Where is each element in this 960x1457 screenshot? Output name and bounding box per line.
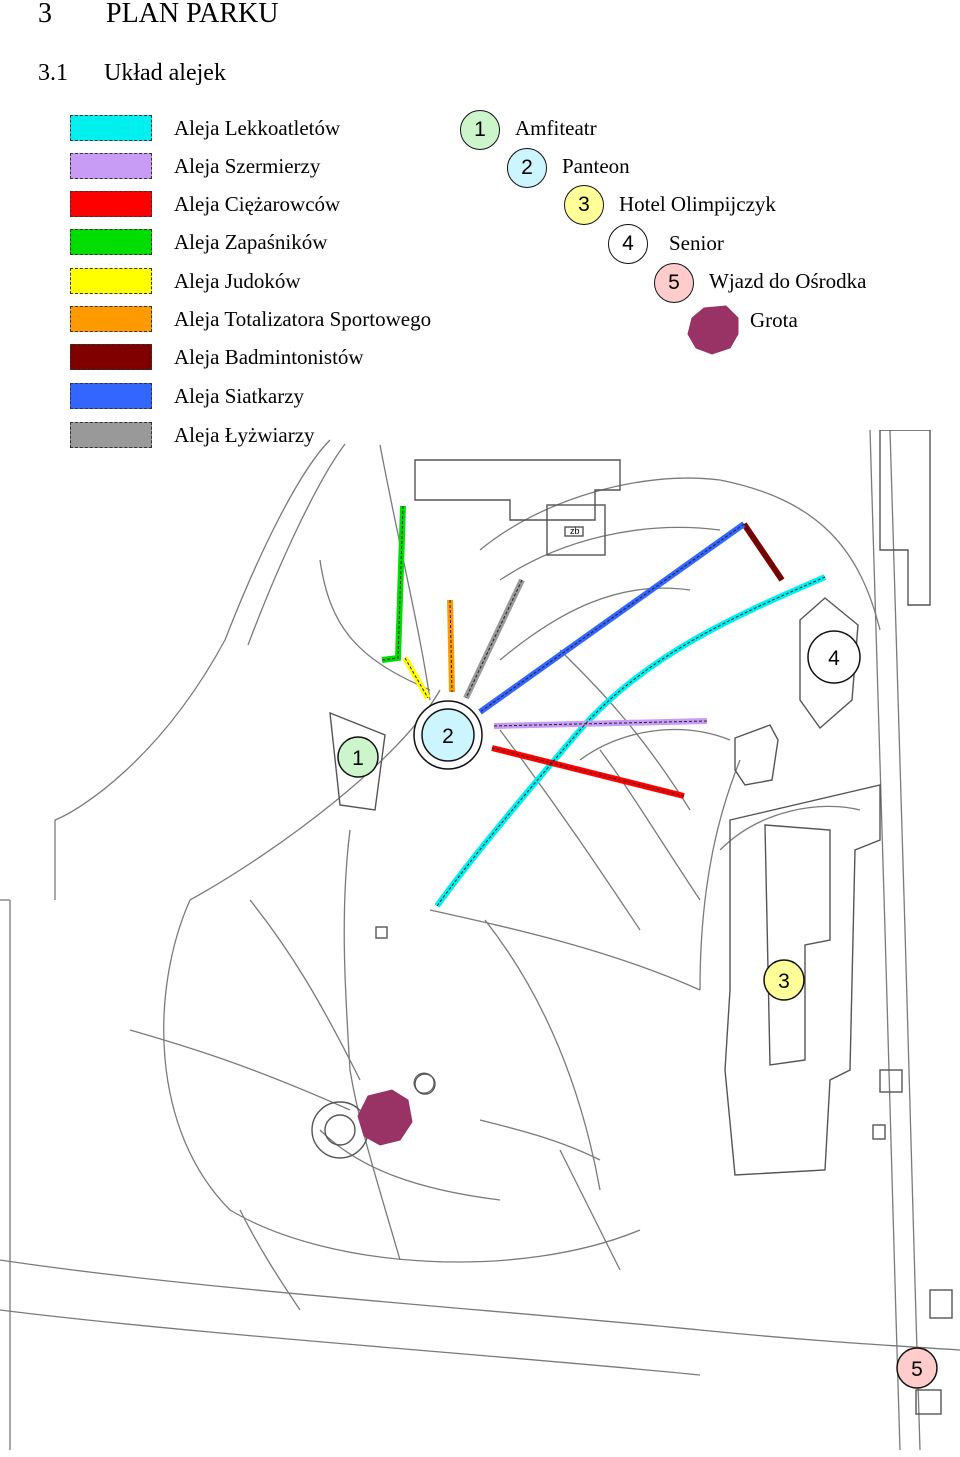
map-marker-5-label: 5	[911, 1358, 923, 1381]
marker-label: Senior	[669, 231, 724, 255]
alley-lekkoatletow	[434, 574, 827, 908]
legend-swatch	[70, 153, 152, 179]
legend-label: Aleja Lekkoatletów	[174, 116, 341, 140]
grotto-shape	[357, 1089, 413, 1146]
marker-circle: 2	[507, 148, 547, 188]
marker-label: Wjazd do Ośrodka	[709, 269, 867, 293]
park-map: zb 1 2 3 4 5	[0, 430, 960, 1451]
legend-swatch	[70, 115, 152, 141]
legend-swatch	[70, 422, 152, 448]
grotto-symbol	[687, 305, 739, 355]
grotto-label: Grota	[750, 308, 798, 332]
map-marker-3	[763, 959, 805, 1001]
map-marker-4	[807, 630, 861, 684]
legend-label: Aleja Siatkarzy	[174, 384, 305, 408]
alley-zapasnikow	[381, 505, 406, 663]
legend-label: Aleja Totalizatora Sportowego	[174, 307, 432, 331]
marker-label: Hotel Olimpijczyk	[619, 192, 776, 216]
map-marker-2	[421, 708, 475, 762]
subsection-number: 3.1	[38, 60, 68, 86]
section-title: PLAN PARKU	[106, 0, 279, 29]
subsection-heading: 3.1 Układ alejek	[38, 58, 226, 88]
legend-label: Aleja Łyżwiarzy	[174, 423, 315, 447]
marker-label: Panteon	[562, 154, 630, 178]
subsection-title: Układ alejek	[104, 60, 226, 86]
map-marker-5	[896, 1347, 938, 1389]
legend-swatch	[70, 344, 152, 370]
marker-circle: 1	[460, 110, 500, 150]
alley-ciezarowcow	[491, 745, 685, 799]
grotto-legend-shape	[687, 305, 739, 355]
map-base	[0, 430, 960, 1451]
legend-label: Aleja Szermierzy	[174, 154, 321, 178]
marker-circle: 4	[608, 224, 648, 264]
map-marker-3-label: 3	[778, 970, 790, 993]
section-heading: 3 PLAN PARKU	[38, 0, 278, 30]
marker-circle: 3	[564, 185, 604, 225]
marker-label: Amfiteatr	[515, 116, 597, 140]
legend-swatch	[70, 191, 152, 217]
alley-outlines	[381, 505, 826, 907]
legend-label: Aleja Judoków	[174, 269, 301, 293]
grotto-pavilion	[413, 1072, 435, 1094]
marker-circle: 5	[654, 263, 694, 303]
buildings	[311, 430, 953, 1415]
map-marker-1	[337, 736, 379, 778]
legend-label: Aleja Badmintonistów	[174, 345, 364, 369]
legend-swatch	[70, 306, 152, 332]
section-number: 3	[38, 0, 52, 29]
map-marker-4-label: 4	[828, 647, 840, 670]
map-marker-1-label: 1	[352, 747, 364, 770]
building-tag: zb	[570, 526, 580, 536]
map-marker-2-label: 2	[442, 725, 454, 748]
legend-label: Aleja Ciężarowców	[174, 192, 341, 216]
legend-swatch	[70, 268, 152, 294]
legend-swatch	[70, 229, 152, 255]
legend-swatch	[70, 383, 152, 409]
legend-label: Aleja Zapaśników	[174, 230, 328, 254]
map-markers	[337, 630, 938, 1389]
